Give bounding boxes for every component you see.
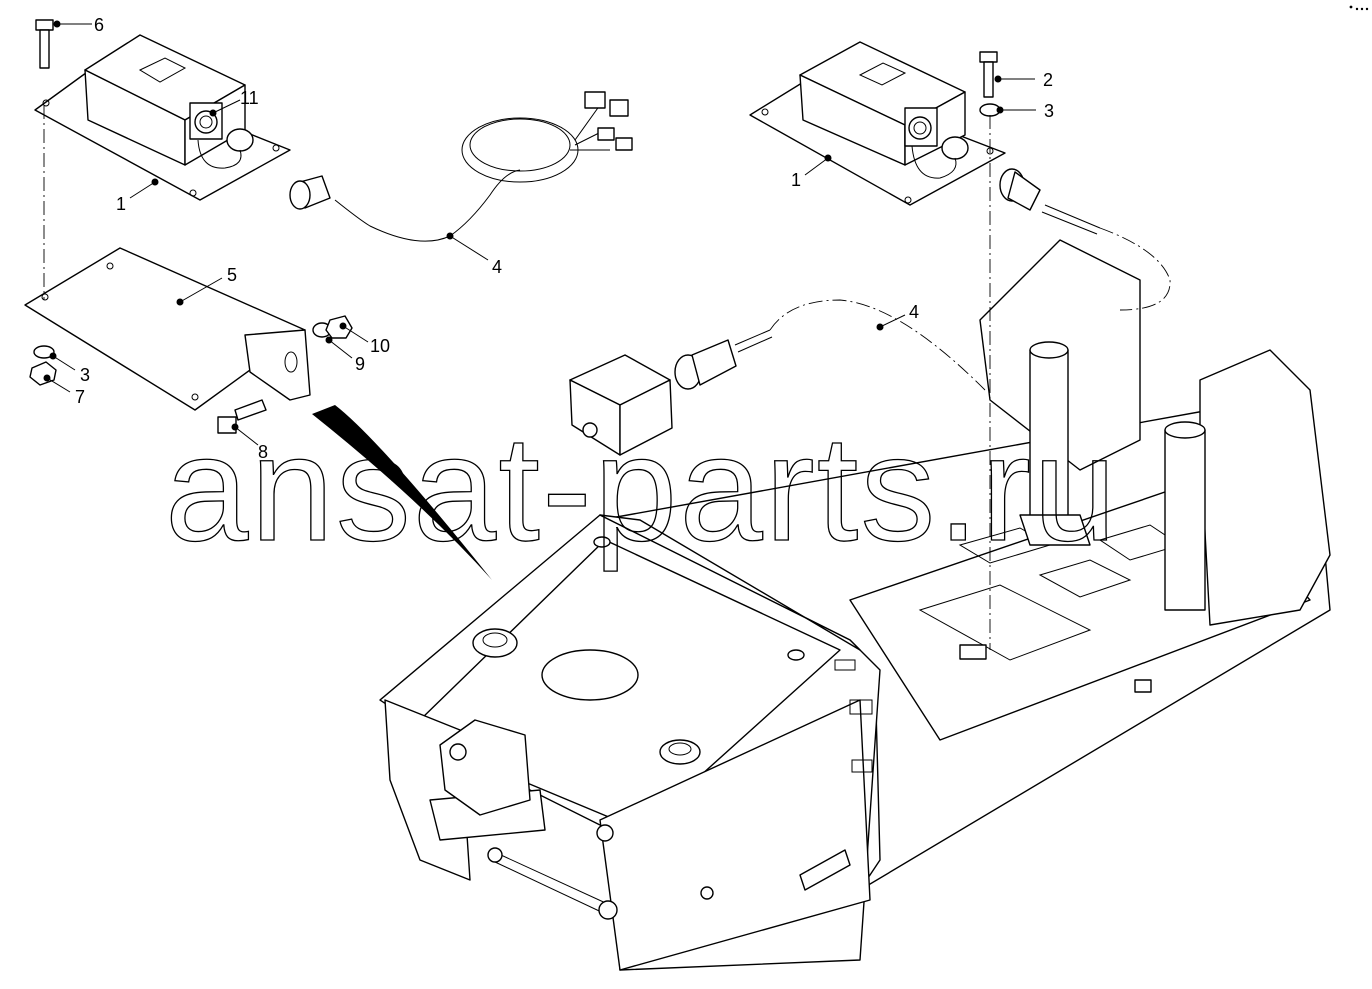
- callout-leaders: [43, 20, 1036, 446]
- callout-11: 11: [240, 88, 259, 108]
- callout-8: 8: [258, 442, 268, 462]
- watermark-text: ansat-parts.ru: [165, 404, 1118, 572]
- right-assembly: [569, 41, 1171, 650]
- callout-2: 2: [1043, 70, 1053, 90]
- callout-9: 9: [355, 354, 365, 374]
- callout-3-left: 3: [80, 365, 90, 385]
- machine-frame: [379, 239, 1331, 971]
- callout-5: 5: [227, 265, 237, 285]
- callout-labels: 6 11 1 5 10 9 3 7 8 4 2 3 1 4: [75, 15, 1054, 462]
- left-assembly: [24, 19, 633, 580]
- callout-6: 6: [94, 15, 104, 35]
- callout-10: 10: [370, 336, 390, 356]
- callout-1-right: 1: [791, 170, 801, 190]
- callout-1-left: 1: [116, 194, 126, 214]
- callout-4-right: 4: [909, 302, 919, 322]
- dots-icon: [1349, 5, 1369, 11]
- callout-3-right: 3: [1044, 101, 1054, 121]
- callout-7: 7: [75, 387, 85, 407]
- callout-4-left: 4: [492, 257, 502, 277]
